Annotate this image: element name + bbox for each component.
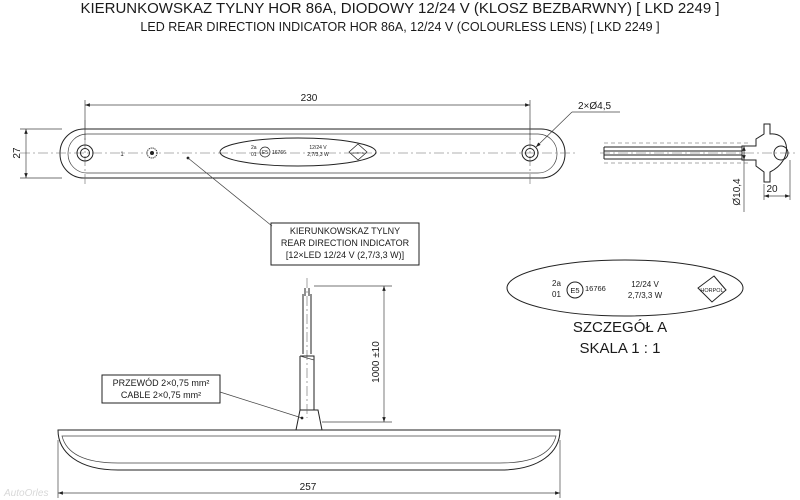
- dimension-10-4: Ø10,4: [732, 178, 743, 206]
- dimension-cable-length: 1000 ±10: [314, 285, 392, 423]
- dimension-1000: 1000 ±10: [371, 341, 382, 383]
- dimension-257: 257: [300, 482, 317, 493]
- lens-marking-ellipse-small: [219, 137, 377, 167]
- led-dot-center: [150, 151, 154, 155]
- dimension-length-bottom: 257: [57, 440, 561, 498]
- cable-callout-box: [101, 374, 221, 404]
- product-callout: KIERUNKOWSKAZ TYLNY REAR DIRECTION INDIC…: [187, 157, 420, 266]
- approval-mark-small: E5: [262, 150, 268, 156]
- watermark: AutoOrles: [3, 488, 48, 499]
- mounting-hole-left: [76, 144, 94, 162]
- voltage-small: 12/24 V: [309, 145, 327, 151]
- marker-one: 1: [120, 152, 124, 158]
- lens-power: 2,7/3,3 W: [628, 291, 663, 300]
- mounting-hole-right: [521, 144, 539, 162]
- cable-spec-pl: PRZEWÓD 2×0,75 mm²: [113, 378, 210, 388]
- power-small: 2,7/3,3 W: [307, 152, 329, 158]
- lens-marking-ellipse-large: [506, 259, 744, 317]
- dimension-holes: 2×Ø4,5: [578, 101, 612, 112]
- drawing-title-pl: KIERUNKOWSKAZ TYLNY HOR 86A, DIODOWY 12/…: [80, 0, 719, 17]
- approval-mark: E5: [570, 286, 579, 295]
- detail-a: 2a 01 E5 16766 12/24 V 2,7/3,3 W HORPOL …: [506, 259, 744, 357]
- lamp-front-body: [57, 429, 561, 471]
- drawing-title-en: LED REAR DIRECTION INDICATOR HOR 86A, 12…: [140, 20, 659, 34]
- lamp-outline-inner: [67, 133, 558, 174]
- lamp-side-view: [600, 123, 795, 183]
- product-callout-box: [270, 222, 420, 266]
- brand-large: HORPOL: [700, 288, 723, 294]
- approval-circle: [566, 281, 584, 299]
- dimension-length-top: 230: [84, 93, 531, 140]
- cable-gland: [295, 409, 323, 431]
- product-name-en: REAR DIRECTION INDICATOR: [281, 238, 410, 248]
- dimension-230: 230: [301, 93, 318, 104]
- dimension-diameter: Ø10,4: [732, 146, 746, 212]
- product-name-pl: KIERUNKOWSKAZ TYLNY: [290, 226, 400, 236]
- mounting-hole-right-inner: [525, 148, 535, 158]
- dimension-20: 20: [766, 184, 778, 195]
- dimension-height-left: 27: [12, 128, 62, 179]
- cable-spec-en: CABLE 2×0,75 mm²: [121, 390, 201, 400]
- horpol-logo-large: [697, 275, 727, 303]
- detail-title: SZCZEGÓŁ A: [573, 319, 667, 336]
- approval-number-small: 16766: [272, 150, 286, 156]
- lamp-side-body: [741, 123, 787, 183]
- lamp-top-view: 1 2a 01 E5 16766 12/24 V 2,7/3,3 W HORPO…: [20, 120, 578, 186]
- lamp-front-view: [57, 278, 561, 471]
- lens-code-bottom-small: 01: [251, 152, 257, 158]
- approval-circle-small: [259, 146, 271, 158]
- mounting-hole-left-inner: [80, 148, 90, 158]
- dimension-holes-leader: 2×Ø4,5: [535, 101, 620, 148]
- lens-code-top-small: 2a: [251, 145, 257, 151]
- cable-callout: PRZEWÓD 2×0,75 mm² CABLE 2×0,75 mm²: [101, 374, 304, 420]
- product-spec: [12×LED 12/24 V (2,7/3,3 W)]: [286, 250, 404, 260]
- approval-number: 16766: [585, 284, 606, 293]
- dimension-27: 27: [12, 147, 23, 159]
- dimension-depth: 20: [763, 160, 791, 200]
- brand-small: HORPOL: [352, 151, 365, 155]
- lens-voltage: 12/24 V: [631, 280, 659, 289]
- lamp-outline-outer: [59, 128, 566, 179]
- horpol-logo-small: [348, 143, 368, 161]
- detail-scale: SKALA 1 : 1: [580, 340, 661, 357]
- lens-code-top: 2a: [552, 279, 561, 288]
- lamp-side-lens: [773, 145, 789, 161]
- lens-code-bottom: 01: [552, 290, 561, 299]
